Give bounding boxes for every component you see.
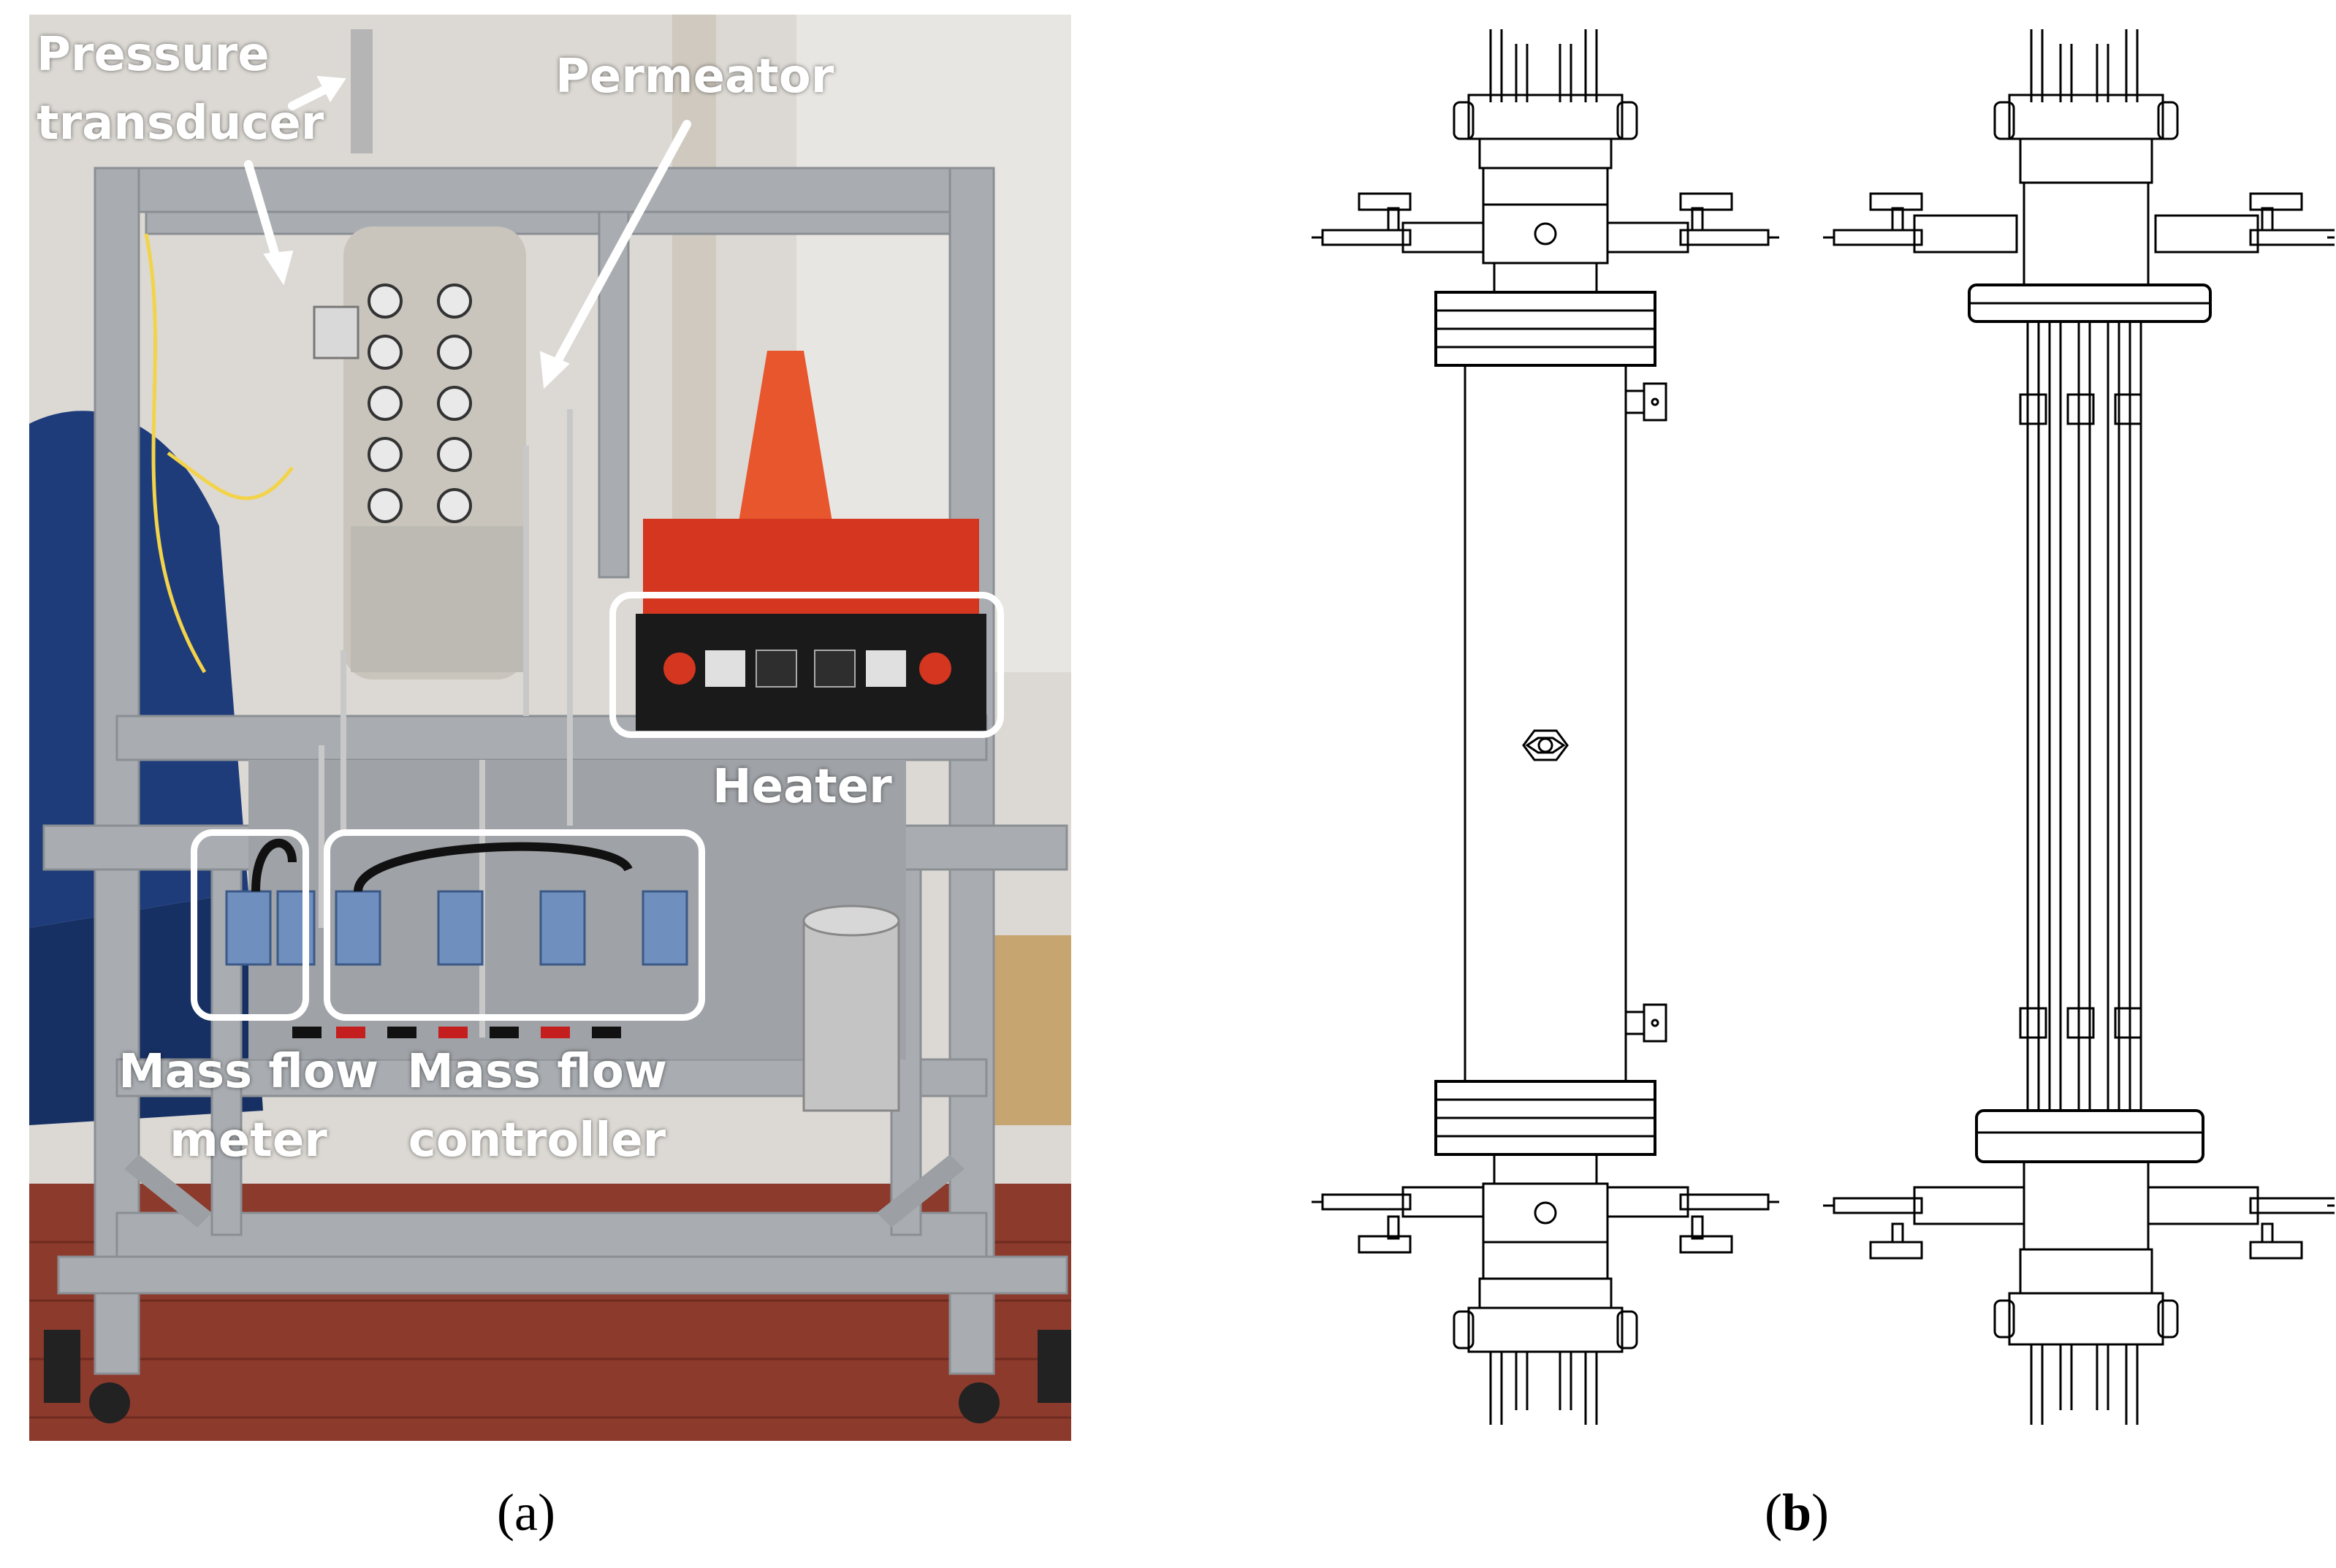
heater-label: Heater (712, 760, 892, 814)
photo-panel-a: Pressure transducer Permeator Heater Mas… (29, 15, 1071, 1441)
mass-flow-meter-label-line1: Mass flow (118, 1045, 378, 1099)
permeator-line-drawing (1312, 29, 2336, 1425)
pressure-transducer-label-line2: transducer (37, 96, 324, 151)
mass-flow-controller-label: Mass flow controller (395, 1038, 680, 1175)
internal-view (1823, 29, 2336, 1425)
lab-setup-photo (29, 15, 1071, 1441)
caption-b-open: ( (1765, 1483, 1782, 1542)
caption-b-close: ) (1811, 1483, 1830, 1542)
mass-flow-controller-label-line1: Mass flow (407, 1045, 667, 1099)
caption-a-open: ( (497, 1483, 514, 1542)
front-view (1312, 29, 1779, 1425)
caption-a: (a) (497, 1480, 555, 1545)
mass-flow-controller-label-line2: controller (408, 1114, 666, 1168)
caption-a-close: ) (537, 1483, 555, 1542)
mass-flow-meter-label-line2: meter (170, 1114, 327, 1168)
heater-highlight-box (609, 592, 1004, 738)
drawing-panel-b (1308, 15, 2336, 1439)
caption-a-letter: a (514, 1483, 538, 1542)
mass-flow-controller-highlight-box (324, 829, 705, 1021)
pressure-transducer-label-line1: Pressure (37, 28, 270, 82)
caption-b: (b) (1765, 1480, 1829, 1545)
mass-flow-meter-highlight-box (191, 829, 309, 1021)
caption-b-letter: b (1781, 1483, 1812, 1542)
mass-flow-meter-label: Mass flow meter (113, 1038, 384, 1175)
pressure-transducer-label: Pressure transducer (37, 20, 324, 158)
permeator-label: Permeator (555, 50, 834, 104)
